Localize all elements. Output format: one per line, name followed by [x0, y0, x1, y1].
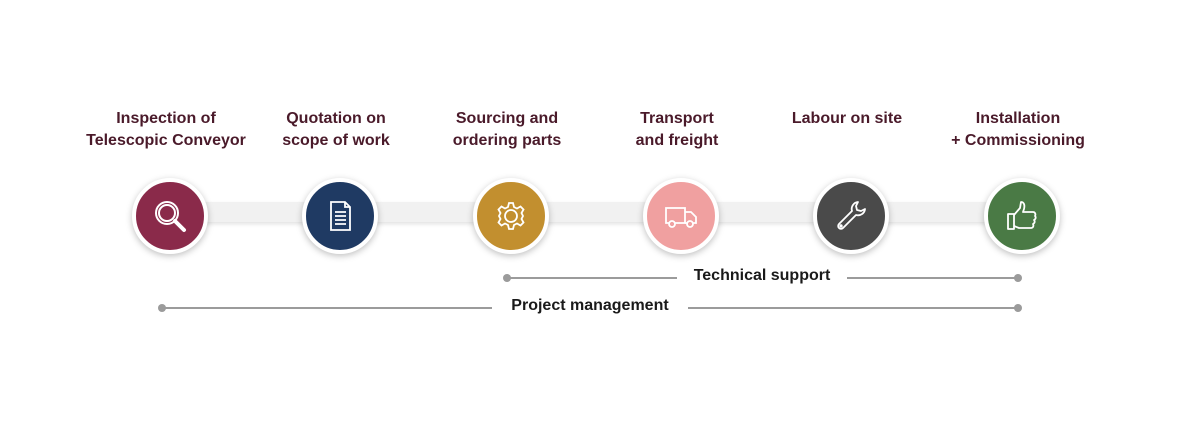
- step-label-line1: Labour on site: [791, 110, 903, 127]
- step-label-line1: Installation: [975, 110, 1061, 127]
- wrench-icon: [837, 201, 866, 230]
- technical-support-end-dot: [1014, 274, 1022, 282]
- step-label-line1: Inspection of: [116, 110, 216, 127]
- step-label-line2: Telescopic Conveyor: [86, 132, 246, 149]
- step-label-transport: Transport and freight: [577, 108, 777, 152]
- step-label-line1: Sourcing and: [455, 110, 559, 127]
- technical-support-start-dot: [503, 274, 511, 282]
- step-label-quotation: Quotation on scope of work: [236, 108, 436, 152]
- step-label-line2: ordering parts: [452, 132, 562, 149]
- step-node-installation: [984, 178, 1060, 254]
- step-label-inspection: Inspection of Telescopic Conveyor: [66, 108, 266, 152]
- project-management-label: Project management: [492, 297, 688, 315]
- timeline-track: [166, 202, 1018, 222]
- thumbs-up-icon: [1007, 201, 1037, 230]
- document-icon: [330, 201, 351, 231]
- project-management-start-dot: [158, 304, 166, 312]
- step-label-line2: scope of work: [282, 132, 390, 149]
- step-label-labour: Labour on site: [747, 108, 947, 130]
- step-node-sourcing: [473, 178, 549, 254]
- step-label-line2: and freight: [635, 132, 719, 149]
- step-label-installation: Installation + Commissioning: [918, 108, 1118, 152]
- truck-icon: [665, 207, 697, 228]
- step-node-inspection: [132, 178, 208, 254]
- gear-icon: [497, 202, 525, 230]
- step-label-line1: Quotation on: [286, 110, 386, 127]
- step-node-labour: [813, 178, 889, 254]
- step-label-line2: + Commissioning: [951, 132, 1085, 149]
- step-label-sourcing: Sourcing and ordering parts: [407, 108, 607, 152]
- technical-support-label: Technical support: [677, 267, 847, 285]
- magnifier-icon: [155, 201, 186, 232]
- project-management-end-dot: [1014, 304, 1022, 312]
- step-node-quotation: [302, 178, 378, 254]
- step-node-transport: [643, 178, 719, 254]
- step-label-line1: Transport: [640, 110, 714, 127]
